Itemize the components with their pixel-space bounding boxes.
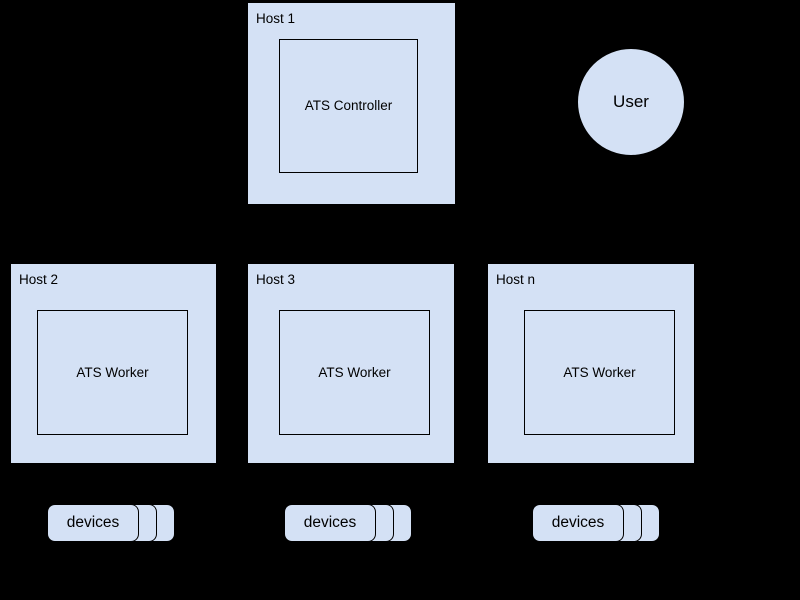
host-label-host-2: Host 2	[19, 272, 59, 287]
component-box-ats-worker-host-3[interactable]: ATS Worker	[279, 310, 430, 435]
host-box-host-3[interactable]: Host 3 ATS Worker	[247, 263, 455, 464]
actor-user[interactable]: User	[577, 48, 685, 156]
device-sheet-front[interactable]: devices	[532, 504, 624, 542]
component-label-ats-worker-host-2: ATS Worker	[76, 364, 149, 380]
device-sheet-front[interactable]: devices	[47, 504, 139, 542]
device-label-host-2: devices	[66, 514, 120, 531]
component-label-ats-worker-host-3: ATS Worker	[318, 364, 391, 380]
host-box-host-2[interactable]: Host 2 ATS Worker	[10, 263, 217, 464]
component-label-ats-controller: ATS Controller	[304, 98, 393, 113]
device-stack-host-2[interactable]: devices	[47, 504, 175, 542]
device-stack-host-3[interactable]: devices	[284, 504, 412, 542]
component-box-ats-worker-host-2[interactable]: ATS Worker	[37, 310, 188, 435]
host-label-host-1: Host 1	[256, 11, 296, 26]
device-stack-host-n[interactable]: devices	[532, 504, 660, 542]
host-label-host-n: Host n	[496, 272, 536, 287]
component-box-ats-worker-host-n[interactable]: ATS Worker	[524, 310, 675, 435]
device-label-host-3: devices	[303, 514, 357, 531]
host-label-host-3: Host 3	[256, 272, 296, 287]
device-label-host-n: devices	[551, 514, 605, 531]
component-box-ats-controller[interactable]: ATS Controller	[279, 39, 418, 173]
device-sheet-front[interactable]: devices	[284, 504, 376, 542]
component-label-ats-worker-host-n: ATS Worker	[563, 364, 636, 380]
host-box-host-n[interactable]: Host n ATS Worker	[487, 263, 695, 464]
host-box-host-1[interactable]: Host 1 ATS Controller	[247, 2, 456, 205]
actor-label-user: User	[613, 92, 649, 111]
